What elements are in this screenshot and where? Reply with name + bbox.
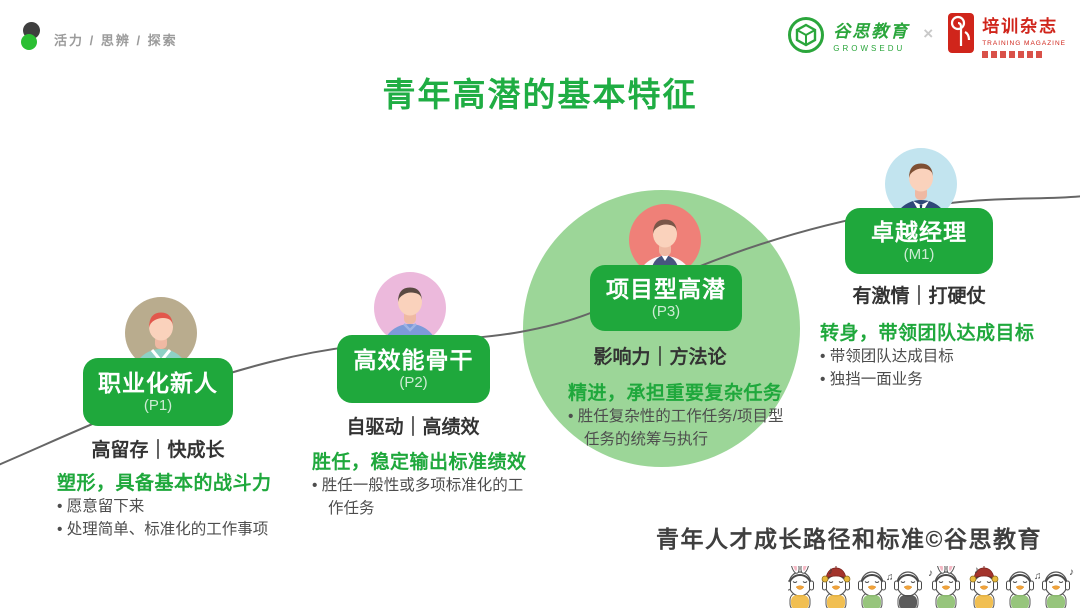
stage-p2-tagline: 自驱动｜高绩效 [346, 417, 480, 438]
logo-separator: × [923, 24, 934, 43]
stage-p1-level: (P1) [143, 397, 173, 415]
bullet-item: 处理简单、标准化的工作事项 [57, 518, 327, 541]
stage-p1-title-box: 职业化新人 (P1) [83, 358, 233, 426]
stage-p1-headline: 塑形，具备基本的战斗力 [57, 473, 272, 494]
music-note-icon: ♫ [1034, 571, 1042, 582]
bullet-item: 愿意留下来 [57, 495, 327, 518]
brand-mark: 活力 / 思辨 / 探索 [20, 22, 178, 56]
training-magazine-fineprint [982, 51, 1066, 58]
stage-p3-level: (P3) [651, 303, 681, 321]
stage-m1-headline: 转身，带领团队达成目标 [820, 323, 1035, 344]
stage-p2-title: 高效能骨干 [353, 346, 474, 373]
stage-m1-title: 卓越经理 [871, 218, 967, 245]
growsedu-logo-subname: GROWSEDU [833, 44, 906, 53]
stage-m1-bullets: 带领团队达成目标 独挡一面业务 [820, 345, 1060, 392]
training-magazine-logo-subname: TRAINING MAGAZINE [982, 40, 1066, 47]
music-note-icon: ♪ [1069, 567, 1074, 578]
training-magazine-logo-name: 培训杂志 [982, 17, 1059, 36]
training-magazine-logo: 培训杂志 TRAINING MAGAZINE [947, 12, 1066, 58]
stage-p2-headline: 胜任，稳定输出标准绩效 [312, 452, 527, 473]
stage-p2-title-box: 高效能骨干 (P2) [337, 335, 490, 403]
stage-m1-tagline: 有激情｜打硬仗 [852, 286, 986, 307]
training-magazine-logo-icon [948, 13, 975, 53]
stage-p1-title: 职业化新人 [98, 369, 218, 396]
stage-p3-title-box: 项目型高潜 (P3) [590, 265, 742, 331]
caption: 青年人才成长路径和标准©谷思教育 [656, 526, 1042, 552]
growsedu-logo: 谷思教育 GROWSEDU [787, 16, 909, 54]
stage-p2-avatar [374, 272, 446, 344]
stage-p1-bullets: 愿意留下来 处理简单、标准化的工作事项 [57, 495, 327, 542]
bullet-item: 独挡一面业务 [820, 368, 1060, 391]
bullet-item: 胜任复杂性的工作任务/项目型任务的统筹与执行 [568, 405, 792, 452]
brand-dots-icon [20, 22, 42, 56]
stage-m1-level: (M1) [903, 246, 935, 264]
bullet-item: 胜任一般性或多项标准化的工作任务 [312, 474, 524, 521]
stage-p3-bullets: 胜任复杂性的工作任务/项目型任务的统筹与执行 [568, 405, 792, 452]
music-note-icon: ♫ [886, 572, 894, 583]
stage-p2-level: (P2) [399, 374, 428, 392]
music-note-icon: ♪ [828, 566, 833, 577]
header-logos: 谷思教育 GROWSEDU × 培训杂志 TRAINING MAGAZINE [787, 12, 1066, 58]
stage-p2-bullets: 胜任一般性或多项标准化的工作任务 [312, 474, 524, 521]
bullet-item: 带领团队达成目标 [820, 345, 1060, 368]
duck-mascots-illustration: ♪ ♫ ♪ ♪ ♫ ♪ [788, 566, 1074, 608]
stage-m1-title-box: 卓越经理 (M1) [845, 208, 993, 274]
growsedu-logo-icon [788, 17, 825, 53]
music-note-icon: ♪ [928, 568, 933, 579]
growsedu-logo-name: 谷思教育 [833, 22, 910, 41]
page-title: 青年高潜的基本特征 [382, 76, 698, 113]
stage-p3-tagline: 影响力｜方法论 [593, 347, 727, 368]
stage-p3-title: 项目型高潜 [606, 275, 726, 302]
stage-p3-headline: 精进，承担重要复杂任务 [568, 383, 783, 404]
brand-tagline: 活力 / 思辨 / 探索 [54, 32, 178, 48]
music-note-icon: ♪ [974, 566, 979, 576]
stage-p1-tagline: 高留存｜快成长 [91, 440, 225, 461]
